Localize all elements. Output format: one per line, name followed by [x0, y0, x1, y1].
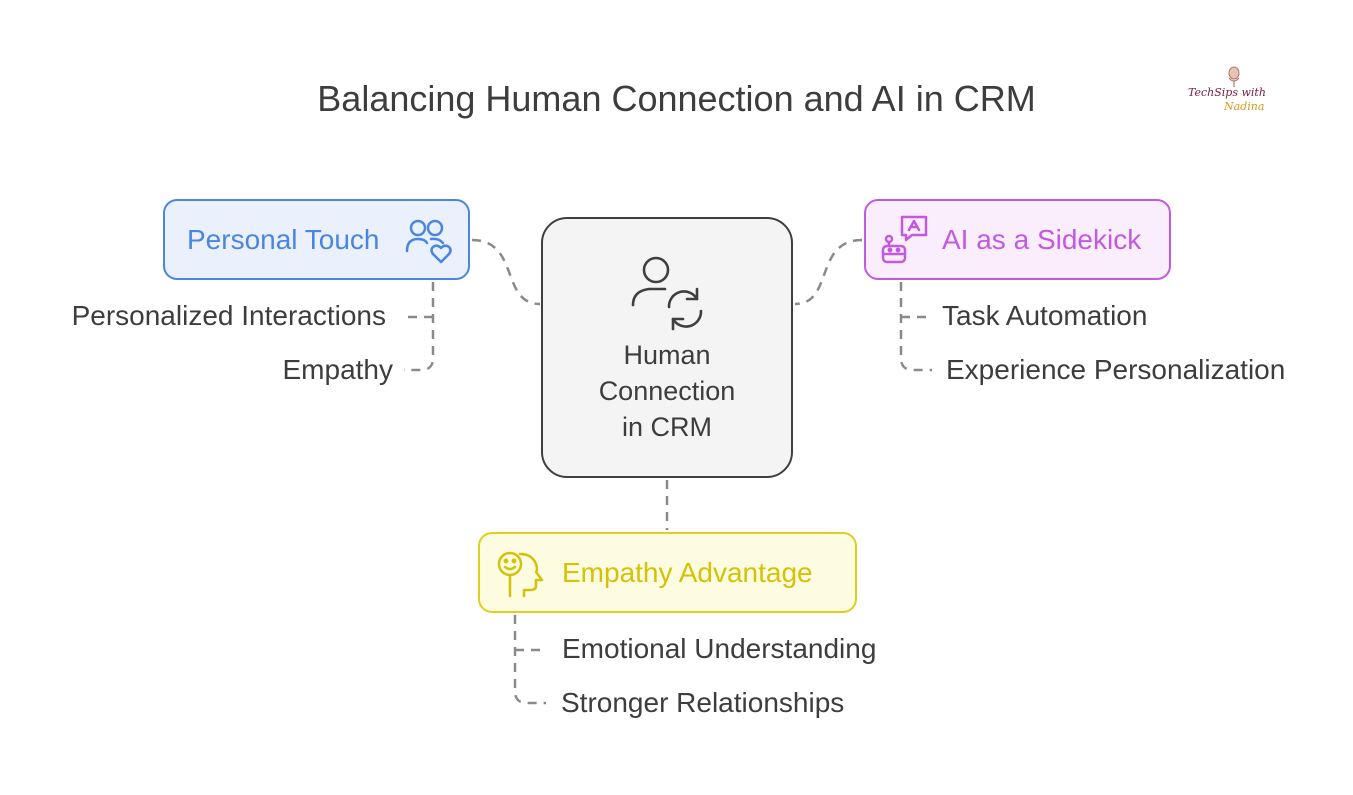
users-heart-icon: [405, 219, 452, 264]
connector-ai-items: [899, 282, 932, 372]
ai-item-experience-personalization: Experience Personalization: [946, 354, 1286, 385]
personal-touch-node: Personal Touch: [163, 199, 470, 280]
personal-item-personalized-interactions: Personalized Interactions: [71, 300, 386, 331]
connector-ai-center: [794, 238, 863, 306]
ai-item-task-automation: Task Automation: [942, 300, 1148, 331]
connector-personal-center: [471, 238, 541, 306]
connector-empathy-items: [513, 615, 546, 705]
robot-chat-icon: [881, 215, 928, 264]
personal-touch-label: Personal Touch: [187, 224, 380, 255]
center-label-line1: Human: [623, 340, 711, 370]
empathy-item-stronger-relationships: Stronger Relationships: [561, 687, 845, 718]
human-connection-node: Human Connection in CRM: [541, 217, 793, 478]
brand-logo: TechSips with Nadina: [1180, 64, 1280, 120]
ai-sidekick-label: AI as a Sidekick: [942, 224, 1142, 255]
page-title: Balancing Human Connection and AI in CRM: [317, 78, 1036, 119]
logo-text-line2: Nadina: [1224, 100, 1265, 113]
smiling-head-icon: [497, 551, 544, 598]
empathy-advantage-node: Empathy Advantage: [478, 532, 857, 613]
human-connection-label: Human Connection in CRM: [543, 337, 791, 445]
center-label-line3: in CRM: [621, 412, 712, 442]
logo-text-line1: TechSips with: [1188, 86, 1266, 99]
connector-personal-items: [404, 282, 435, 372]
center-label-line2: Connection: [598, 376, 736, 406]
personal-item-empathy: Empathy: [282, 354, 394, 385]
microphone-icon: [1228, 66, 1240, 87]
user-sync-icon: [631, 256, 703, 331]
empathy-item-emotional-understanding: Emotional Understanding: [562, 633, 877, 664]
ai-sidekick-node: AI as a Sidekick: [864, 199, 1171, 280]
empathy-advantage-label: Empathy Advantage: [562, 557, 813, 588]
